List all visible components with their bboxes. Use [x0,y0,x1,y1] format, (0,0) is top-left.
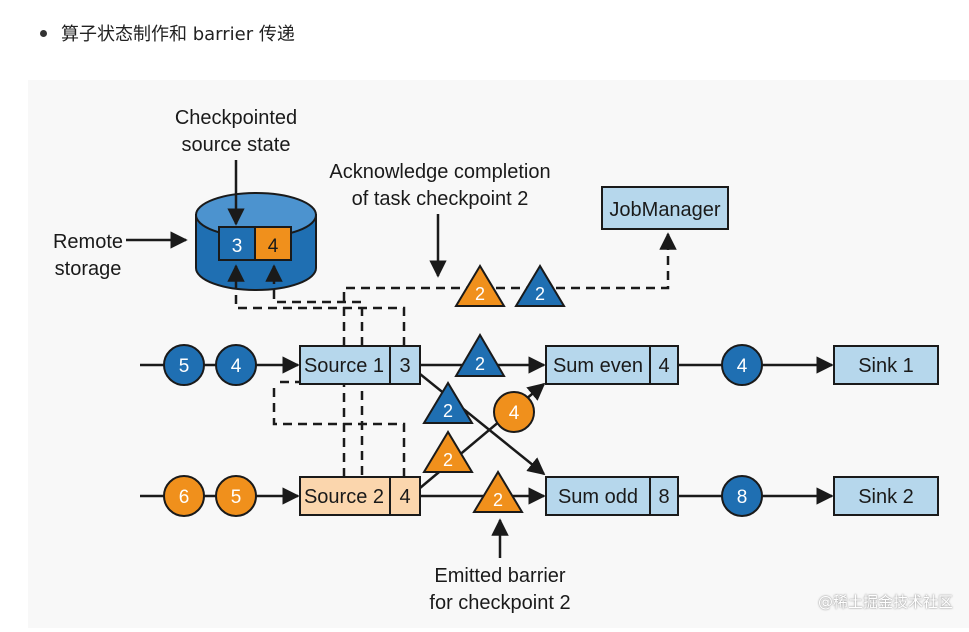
barrier-value: 2 [475,354,485,374]
source2-name: Source 2 [304,486,384,508]
record-value: 8 [737,487,748,508]
barrier-value: 2 [443,401,453,421]
data-flow-arrows [140,356,834,505]
bullet-heading: 算子状态制作和 barrier 传递 [40,20,295,46]
barrier-triangle: 2 [422,430,474,473]
record-circle: 6 [163,475,205,517]
source2-box: Source 2 4 [299,476,421,516]
record-value: 5 [179,356,190,377]
remote-label-line2: storage [55,258,122,280]
source1-name: Source 1 [304,355,384,377]
watermark: @稀土掘金技术社区 [817,593,953,611]
remote-label-line1: Remote [53,231,123,253]
barrier-triangle: 2 [454,333,506,377]
ack-label-line1: Acknowledge completion [329,161,550,183]
sum-even-box: Sum even 4 [545,345,679,385]
storage-slot-orange [254,226,292,261]
storage-value-blue: 3 [232,236,243,257]
barrier-value: 2 [443,450,453,470]
sink2-box: Sink 2 [833,476,939,516]
record-circle: 4 [493,391,535,433]
heading-text: 算子状态制作和 barrier 传递 [61,24,295,45]
record-circle: 4 [721,344,763,386]
barrier-value: 2 [535,284,545,304]
remote-storage: 3 4 [195,192,317,291]
barrier-triangle: 2 [454,264,506,307]
record-circle: 4 [215,344,257,386]
sum-odd-box: Sum odd 8 [545,476,679,516]
record-circles: 5 4 6 5 4 8 4 [163,344,763,517]
record-value: 4 [509,403,520,424]
record-value: 6 [179,487,190,508]
source1-state: 3 [399,355,410,377]
checkpointed-label-line2: source state [182,134,291,156]
emitted-label-line1: Emitted barrier [434,565,565,587]
sum-odd-state: 8 [658,486,669,508]
jobmanager-label: JobManager [609,199,721,221]
record-value: 4 [231,356,242,377]
barrier-triangle: 2 [472,470,524,513]
barrier-triangle: 2 [514,264,566,307]
checkpointed-label-line1: Checkpointed [175,107,297,129]
sum-even-state: 4 [658,355,669,377]
record-value: 5 [231,487,242,508]
record-circle: 8 [721,475,763,517]
barrier-value: 2 [475,284,485,304]
emitted-label-line2: for checkpoint 2 [429,592,570,614]
diagram-panel: 3 4 Remote storage Checkpointed source s… [28,80,969,628]
sink2-label: Sink 2 [858,486,914,508]
record-value: 4 [737,356,748,377]
source2-state: 4 [399,486,410,508]
sink1-box: Sink 1 [833,345,939,385]
ack-label-line2: of task checkpoint 2 [352,188,529,210]
source1-box: Source 1 3 [299,345,421,385]
sum-odd-name: Sum odd [558,486,638,508]
barrier-triangle: 2 [422,381,474,424]
sink1-label: Sink 1 [858,355,914,377]
jobmanager-box: JobManager [601,186,729,230]
bullet-dot [40,29,47,37]
checkpoint-diagram: 3 4 Remote storage Checkpointed source s… [53,107,939,614]
storage-value-orange: 4 [268,236,279,257]
barrier-triangles: 2 2 2 2 2 2 [422,264,566,513]
record-circle: 5 [215,475,257,517]
storage-slot-blue [218,226,256,261]
barrier-value: 2 [493,490,503,510]
record-circle: 5 [163,344,205,386]
sum-even-name: Sum even [553,355,643,377]
